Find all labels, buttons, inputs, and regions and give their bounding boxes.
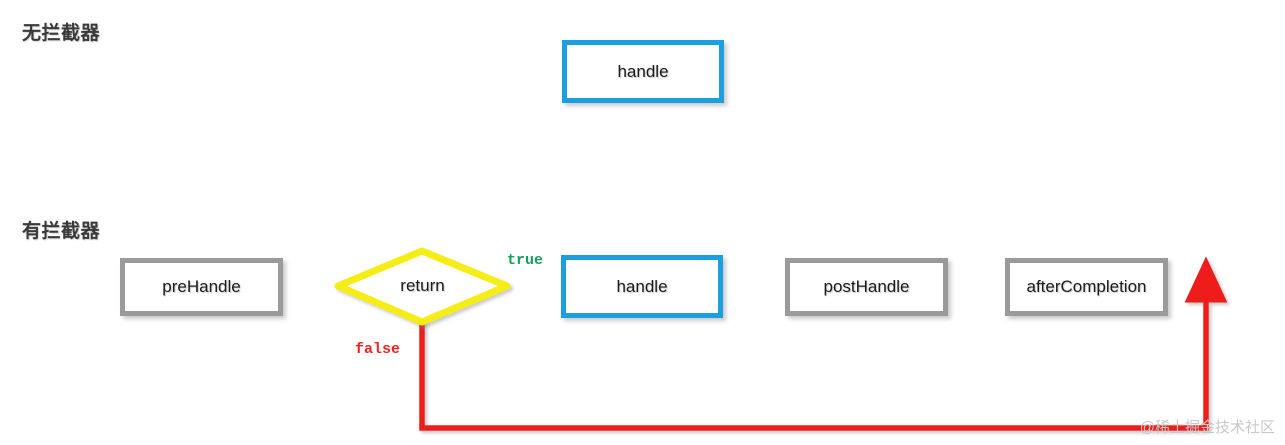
diamond-shape [334,247,511,326]
edge-label-false: false [355,341,401,358]
node-handle-row1[interactable]: handle [562,40,724,103]
section-title-with-interceptor: 有拦截器 [22,221,101,242]
node-prehandle[interactable]: preHandle [120,258,283,316]
node-prehandle-label: preHandle [162,277,241,296]
false-branch-path [419,256,1228,431]
edge-return-false-loop [419,256,1228,431]
edge-label-true: true [507,252,544,269]
section-title-no-interceptor: 无拦截器 [22,23,101,44]
node-handle-row2[interactable]: handle [561,255,723,318]
node-handle-row1-label: handle [617,61,669,81]
watermark: @稀土掘金技术社区 [1139,419,1275,436]
node-posthandle[interactable]: postHandle [785,258,948,316]
node-aftercompletion[interactable]: afterCompletion [1005,258,1168,316]
node-posthandle-label: postHandle [823,277,910,296]
node-aftercompletion-label: afterCompletion [1026,277,1147,296]
return-decision-diamond [334,247,511,326]
node-handle-row2-label: handle [616,276,668,296]
